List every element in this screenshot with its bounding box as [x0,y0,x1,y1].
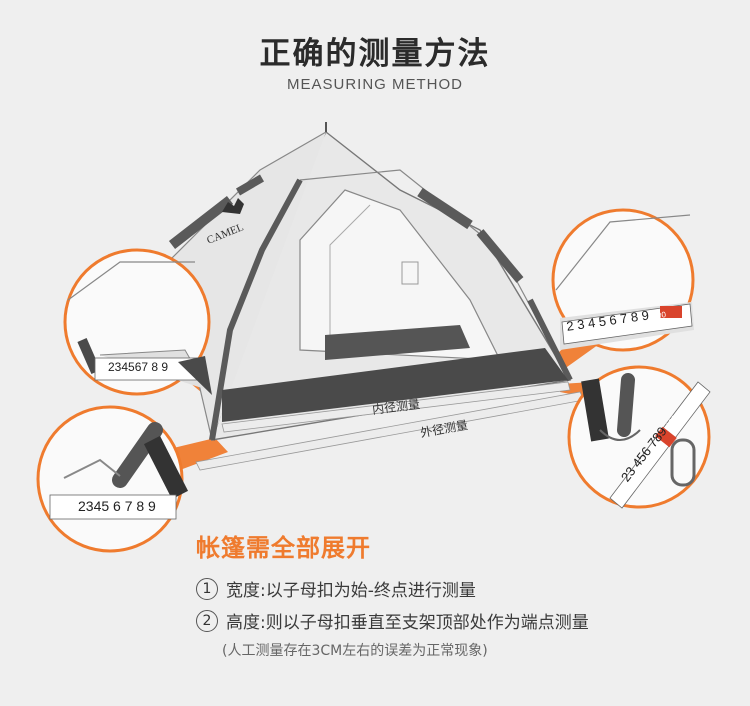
camel-logo [222,198,244,214]
inner-tape [221,381,571,433]
callout-left-top [63,248,212,396]
measurement-note: (人工测量存在3CM左右的误差为正常现象) [222,643,488,659]
ruler-end-tag: 200 [652,310,667,321]
page-title: 正确的测量方法 [259,36,491,72]
step-text-1: 宽度:以子母扣为始-终点进行测量 [226,581,476,601]
tent-floor [222,348,568,422]
step-number-2: 2 [196,609,218,632]
instructions-heading: 帐篷需全部展开 [196,534,371,562]
step-text-2: 高度:则以子母扣垂直至支架顶部处作为端点测量 [226,613,589,633]
callout-right-bottom [567,365,711,509]
ruler-left-bottom: 2345 6 7 8 9 [78,498,156,514]
instruction-step-2: 2 高度:则以子母扣垂直至支架顶部处作为端点测量 [196,608,589,633]
ruler-left-top: 234567 8 9 [108,360,168,374]
callout-left-bottom [36,405,189,553]
ruler-digits: 2345 6 7 8 9 [78,498,156,514]
ruler-digits: 234567 8 9 [108,360,169,374]
instruction-step-1: 1 宽度:以子母扣为始-终点进行测量 [196,576,476,601]
tent-body [168,122,585,471]
step-number-1: 1 [196,577,218,600]
page-subtitle: MEASURING METHOD [286,76,463,93]
callout-right-top [551,208,695,352]
